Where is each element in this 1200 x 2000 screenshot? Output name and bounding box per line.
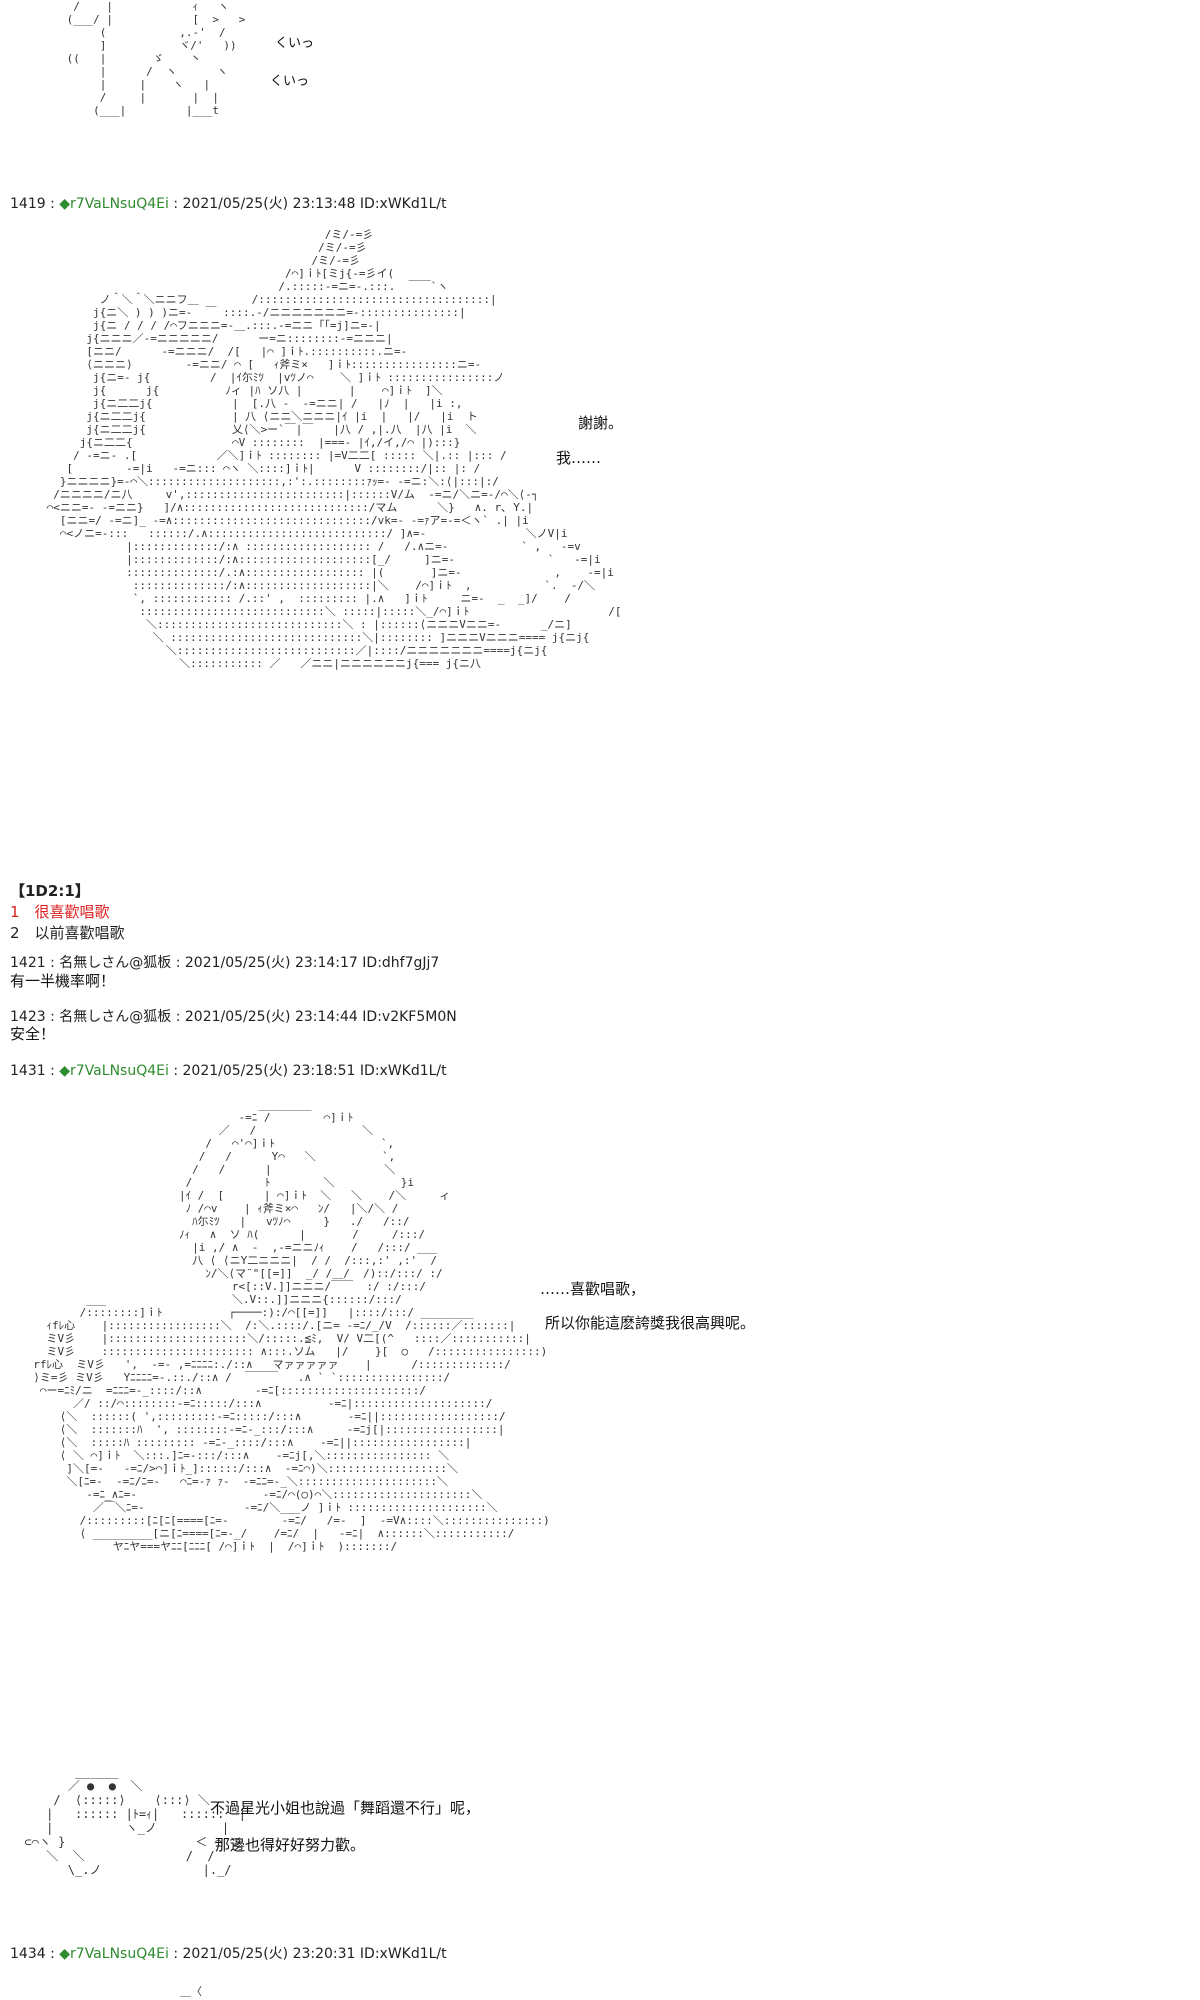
post-date: 2021/05/25(火) 23:18:51 — [182, 1063, 356, 1079]
vote-option-selected: 1 很喜歡唱歌 — [10, 903, 110, 921]
dialog-line: 不過星光小姐也說過「舞蹈還不行」呢， — [210, 1799, 481, 1817]
vote-option: 2 以前喜歡唱歌 — [10, 924, 125, 942]
post-number[interactable]: 1419 — [10, 196, 46, 212]
ascii-art-face: ______ ／ ● ● ＼ / ⟨:::::⟩ ⟨:::⟩ ＼ | :::::… — [24, 1765, 246, 1877]
post-id[interactable]: ID:dhf7gJj7 — [362, 955, 440, 971]
dialog-line: 我…… — [556, 449, 602, 467]
post-number[interactable]: 1423 — [10, 1009, 46, 1025]
dice-vote: 【1D2:1】 1 很喜歡唱歌 2 以前喜歡唱歌 — [10, 880, 125, 943]
dialog-line: 那邊也得好好努力歡。 — [215, 1836, 366, 1854]
post-header: 1434 : ◆r7VaLNsuQ4Ei : 2021/05/25(火) 23:… — [10, 1946, 447, 1962]
ascii-art-top-fragment: / | ｨ ヽ (___/ | [ > > ( ,.-' / ] ヾ/' )) … — [66, 0, 246, 117]
post-body: 有一半機率啊！ — [10, 972, 116, 990]
sfx-label: くいっ — [275, 36, 315, 51]
post-id[interactable]: ID:xWKd1L/t — [359, 1946, 447, 1962]
post-number[interactable]: 1434 — [10, 1946, 46, 1962]
poster-name: ◆r7VaLNsuQ4Ei — [59, 196, 169, 212]
ascii-art-fragment: ＿〈 — [180, 1985, 202, 1998]
dialog-line: ……喜歡唱歌， — [540, 1280, 646, 1298]
sfx-label: くいっ — [270, 74, 310, 89]
poster-name: 名無しさん@狐板 — [59, 955, 172, 971]
poster-name: 名無しさん@狐板 — [59, 1009, 172, 1025]
post-date: 2021/05/25(火) 23:13:48 — [182, 196, 356, 212]
post-id[interactable]: ID:xWKd1L/t — [359, 196, 447, 212]
vote-title: 【1D2:1】 — [10, 882, 90, 900]
poster-name: ◆r7VaLNsuQ4Ei — [59, 1946, 169, 1962]
post-header: 1431 : ◆r7VaLNsuQ4Ei : 2021/05/25(火) 23:… — [10, 1063, 447, 1079]
poster-name: ◆r7VaLNsuQ4Ei — [59, 1063, 169, 1079]
post-number[interactable]: 1421 — [10, 955, 46, 971]
post-header: 1423 : 名無しさん@狐板 : 2021/05/25(火) 23:14:44… — [10, 1009, 457, 1025]
post-id[interactable]: ID:xWKd1L/t — [359, 1063, 447, 1079]
post-date: 2021/05/25(火) 23:20:31 — [182, 1946, 356, 1962]
post-header: 1419 : ◆r7VaLNsuQ4Ei : 2021/05/25(火) 23:… — [10, 196, 447, 212]
post-body: 安全！ — [10, 1025, 56, 1043]
post-id[interactable]: ID:v2KF5M0N — [362, 1009, 457, 1025]
post-number[interactable]: 1431 — [10, 1063, 46, 1079]
dialog-line: 所以你能這麽誇獎我很高興呢。 — [545, 1314, 756, 1332]
dialog-line: 謝謝。 — [578, 414, 624, 432]
post-header: 1421 : 名無しさん@狐板 : 2021/05/25(火) 23:14:17… — [10, 955, 440, 971]
post-date: 2021/05/25(火) 23:14:17 — [184, 955, 358, 971]
ascii-art-character: /ミ/-=彡 /ミ/-=彡 /ミ/-=彡 /⌒]ｉﾄ[ミj{-=彡イ( /.::… — [46, 228, 622, 670]
post-date: 2021/05/25(火) 23:14:44 — [184, 1009, 358, 1025]
ascii-art-character: ________ -=ﾆ / ⌒]ｉﾄ ／ / ＼ / ⌒'⌒]ｉﾄ `, / — [33, 1098, 550, 1553]
